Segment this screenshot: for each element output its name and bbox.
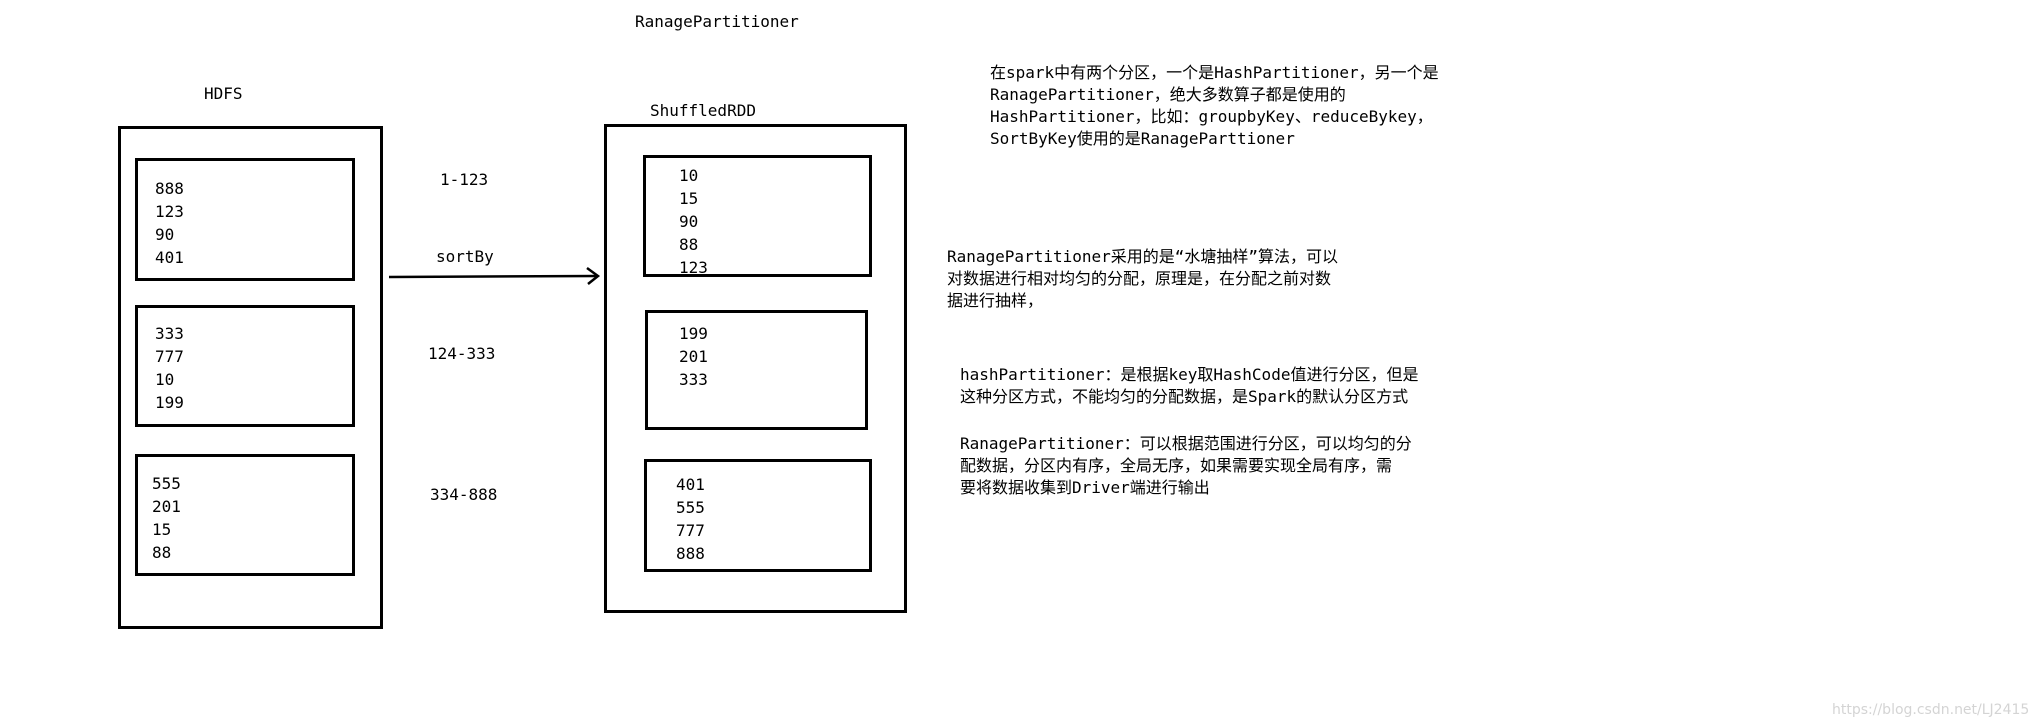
watermark-text: https://blog.csdn.net/LJ2415 [1832,702,2030,718]
note-line: 要将数据收集到Driver端进行输出 [960,478,1210,497]
note-line: RanagePartitioner：可以根据范围进行分区，可以均匀的分 [960,434,1412,453]
note-line: 配数据，分区内有序，全局无序，如果需要实现全局有序，需 [960,456,1393,475]
note-line: 这种分区方式，不能均匀的分配数据，是Spark的默认分区方式 [960,387,1409,406]
hdfs-label: HDFS [204,84,243,103]
shuffled-rdd-container [604,124,907,613]
range-label-1: 1-123 [440,170,489,189]
note-line: 对数据进行相对均匀的分配，原理是，在分配之前对数 [947,269,1332,288]
range-label-2: 124-333 [428,344,496,363]
hdfs-partition-2: 333 777 10 199 [135,305,355,427]
diagram-title: RanagePartitioner [635,12,799,31]
list-item: 777 [676,521,705,540]
note-line: RanagePartitioner，绝大多数算子都是使用的 [990,85,1346,104]
hdfs-partition-3: 555 201 15 88 [135,454,355,576]
list-item: 888 [676,544,705,563]
list-item: 777 [155,347,184,366]
hdfs-partition-1: 888 123 90 401 [135,158,355,281]
list-item: 123 [679,258,708,277]
note-line: 在spark中有两个分区，一个是HashPartitioner，另一个是 [990,63,1439,82]
list-item: 10 [155,370,175,389]
note-line: 据进行抽样， [947,291,1044,310]
shuffled-partition-3: 401 555 777 888 [644,459,872,572]
arrow-head [586,266,601,285]
list-item: 88 [152,543,172,562]
list-item: 333 [679,370,708,389]
arrow-label: sortBy [436,247,494,266]
list-item: 88 [679,235,699,254]
list-item: 401 [676,475,705,494]
note-line: SortByKey使用的是RanageParttioner [990,129,1295,148]
list-item: 555 [152,474,181,493]
list-item: 90 [155,225,175,244]
note-hash-partitioner: hashPartitioner：是根据key取HashCode值进行分区，但是 … [960,364,1418,408]
shuffled-partition-1: 10 15 90 88 123 [643,155,872,277]
note-line: HashPartitioner，比如：groupbyKey、reduceByke… [990,107,1433,126]
list-item: 199 [679,324,708,343]
list-item: 15 [152,520,172,539]
note-intro: 在spark中有两个分区，一个是HashPartitioner，另一个是 Ran… [990,62,1439,150]
list-item: 199 [155,393,184,412]
list-item: 401 [155,248,184,267]
list-item: 201 [152,497,181,516]
list-item: 10 [679,166,699,185]
list-item: 333 [155,324,184,343]
hdfs-container [118,126,383,629]
note-sampling: RanagePartitioner采用的是“水塘抽样”算法，可以 对数据进行相对… [947,246,1338,312]
list-item: 888 [155,179,184,198]
list-item: 555 [676,498,705,517]
list-item: 15 [679,189,699,208]
list-item: 123 [155,202,184,221]
list-item: 90 [679,212,699,231]
shuffled-rdd-label: ShuffledRDD [650,101,756,120]
note-range-partitioner: RanagePartitioner：可以根据范围进行分区，可以均匀的分 配数据，… [960,433,1412,499]
list-item: 201 [679,347,708,366]
arrow-line [388,274,599,279]
note-line: hashPartitioner：是根据key取HashCode值进行分区，但是 [960,365,1419,384]
shuffled-partition-2: 199 201 333 [645,310,868,430]
range-label-3: 334-888 [430,485,498,504]
note-line: RanagePartitioner采用的是“水塘抽样”算法，可以 [947,247,1339,266]
